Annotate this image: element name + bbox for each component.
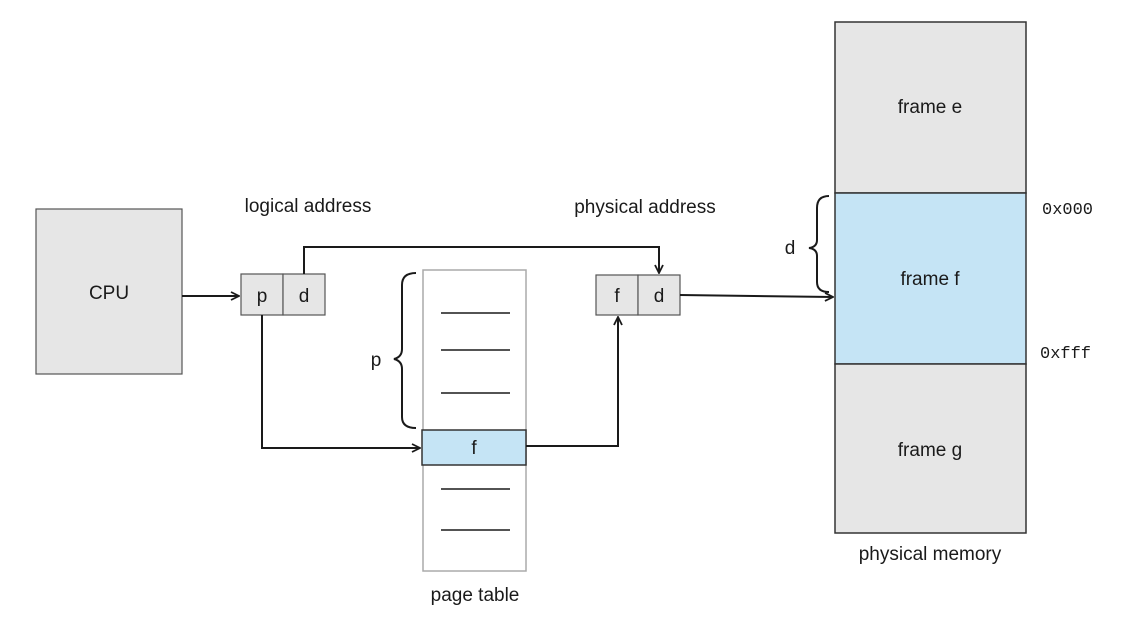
frame-g-box	[834, 363, 1027, 534]
page-table-caption: page table	[431, 585, 520, 606]
physical-address-box: f d	[595, 274, 681, 316]
physical-memory: frame e frame f frame g	[834, 21, 1027, 534]
page-table-outline	[422, 269, 527, 572]
frame-e-label: frame e	[898, 97, 962, 118]
cpu-rect	[35, 208, 183, 375]
logical-address-caption: logical address	[245, 196, 372, 217]
frame-g-label: frame g	[898, 440, 962, 461]
cpu-box: CPU	[35, 208, 183, 375]
page-table-entry-f	[421, 429, 527, 466]
physical-to-memory-arrow	[679, 295, 833, 297]
logical-address-box: p d	[240, 273, 326, 316]
frame-number-arrow	[526, 317, 618, 447]
brace-d	[808, 195, 830, 293]
page-table-entry-f-label: f	[471, 438, 477, 459]
frame-f-box	[834, 192, 1027, 365]
offset-d-arrow	[303, 246, 659, 274]
logical-d-label: d	[299, 286, 310, 307]
frame-f-label: frame f	[900, 269, 960, 290]
address-end-label: 0xfff	[1040, 345, 1091, 364]
physical-d-cell	[637, 274, 681, 316]
brace-p-label: p	[371, 350, 382, 371]
brace-p	[393, 272, 417, 429]
physical-d-label: d	[654, 286, 665, 307]
logical-p-label: p	[257, 286, 268, 307]
page-index-arrow	[261, 315, 420, 448]
physical-memory-caption: physical memory	[859, 544, 1002, 565]
page-table: f	[421, 269, 527, 572]
cpu-label: CPU	[89, 283, 129, 304]
frame-e-box	[834, 21, 1027, 194]
address-start-label: 0x000	[1042, 201, 1093, 220]
brace-d-label: d	[785, 238, 796, 259]
physical-f-label: f	[614, 286, 620, 307]
logical-p-cell	[240, 273, 284, 316]
physical-address-caption: physical address	[574, 197, 716, 218]
